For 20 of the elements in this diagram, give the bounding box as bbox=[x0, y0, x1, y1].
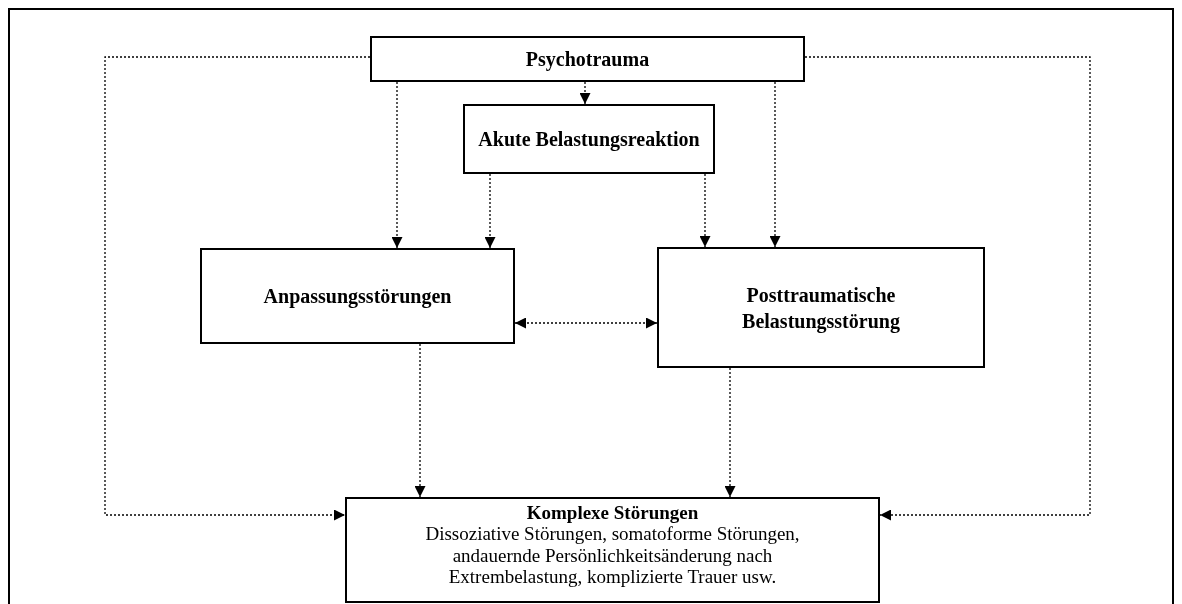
process-box bbox=[200, 248, 515, 344]
arrow bbox=[414, 343, 426, 498]
arrow bbox=[391, 81, 403, 249]
process-box bbox=[657, 247, 985, 368]
process-box bbox=[345, 497, 880, 603]
process-box bbox=[463, 104, 715, 174]
arrow bbox=[724, 367, 736, 498]
box-title: Anpassungsstörungen bbox=[263, 284, 452, 309]
box-title: Psychotrauma bbox=[525, 47, 650, 72]
arrow bbox=[579, 81, 591, 105]
box-title: Akute Belastungsreaktion bbox=[478, 127, 700, 152]
arrow bbox=[699, 173, 711, 248]
arrow bbox=[104, 56, 371, 521]
arrow bbox=[484, 173, 496, 249]
process-box bbox=[370, 36, 805, 82]
box-title: Posttraumatische Belastungsstörung bbox=[741, 282, 901, 334]
arrow bbox=[514, 317, 658, 329]
box-title: Komplexe Störungen bbox=[526, 502, 699, 524]
box-description: Dissoziative Störungen, somatoforme Störungen, andauernde Persönlichkeitsänderung nach Extrembelastung, komplizierte Trauer usw. bbox=[424, 523, 801, 588]
arrow bbox=[769, 81, 781, 248]
